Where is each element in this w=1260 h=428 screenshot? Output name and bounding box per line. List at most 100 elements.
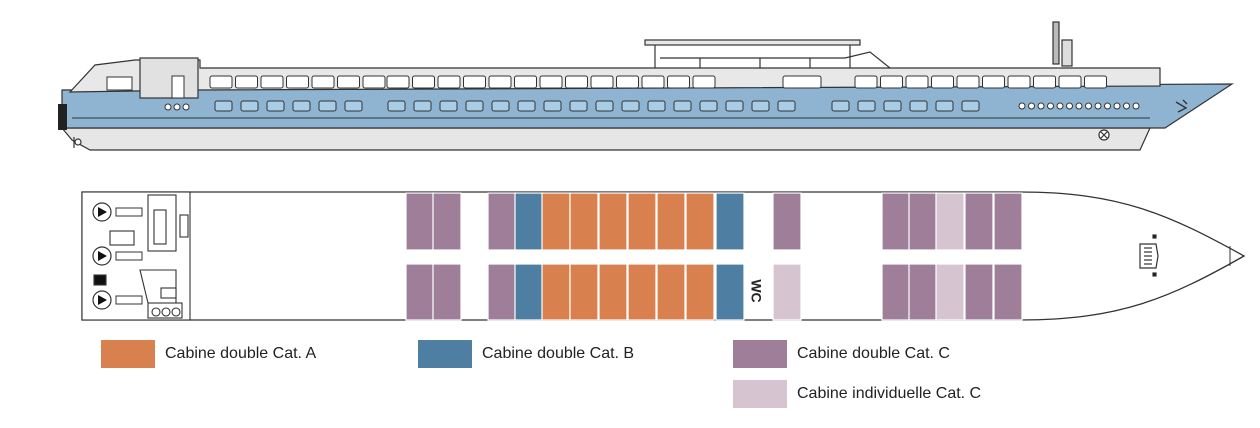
upper-window [641,75,665,89]
stern-dark [58,104,67,130]
cabin-cat-c [908,263,938,321]
deck-plan-top-view [81,191,1246,321]
cabin-cat-a [627,192,657,251]
cabin-cat-b [514,263,544,321]
porthole [1066,102,1073,110]
porthole [1085,102,1092,110]
cabin-window [318,100,337,112]
cabin-window [569,100,588,112]
cabin-window [909,100,928,112]
cabin-cat-c [993,192,1023,251]
cabin-window [465,100,484,112]
cabin-window [673,100,692,112]
cabin-window [491,100,510,112]
cabin-window [699,100,718,112]
cabin-cat-c [881,192,911,251]
cabin-window [214,100,233,112]
porthole [173,103,181,111]
porthole [1132,102,1140,110]
bridge-block [139,57,199,99]
legend-item-cat-b: Cabine double Cat. B [418,340,634,368]
cabin-window [647,100,666,112]
stern-door [171,75,185,99]
cabin-cat-c [405,263,435,321]
cabin-cat-c [964,192,994,251]
cabin-cat-a [598,263,628,321]
porthole [1028,102,1035,110]
upper-window [590,75,614,89]
upper-window [337,75,360,89]
upper-window [286,75,309,89]
upper-window [616,75,639,89]
legend-label-cat-b: Cabine double Cat. B [482,345,635,362]
cabin-cat-c [772,192,802,251]
engine-arrow [98,207,107,217]
cabin-cat-c [432,192,462,251]
upper-window [565,75,588,89]
cabin-cat-c [964,263,994,321]
engine-symbols [92,202,143,310]
cabin-cat-c [432,263,462,321]
cabin-cat-a [598,192,628,251]
cabins [405,192,1023,321]
upper-window [260,75,284,89]
legend-label-cat-c: Cabine double Cat. C [797,345,950,362]
portholes [164,102,1140,111]
cabin-cat-a [541,263,571,321]
cabin-window [883,100,902,112]
porthole [1075,102,1083,110]
cabin-cat-c [405,192,435,251]
wc-label: WC [748,279,765,303]
cabin-cat-a [656,192,686,251]
porthole [1113,102,1121,110]
legend-item-single-c: Cabine individuelle Cat. C [733,380,981,408]
cabin-single-c [935,263,965,321]
upper-window [235,75,258,89]
upper-window [880,75,903,89]
cabin-window [266,100,285,112]
porthole [1047,102,1054,110]
upper-window [982,75,1005,89]
upper-window [362,75,386,89]
cabin-single-c [772,263,802,321]
cabin-window [413,100,432,112]
porthole [1056,102,1064,110]
cabin-cat-c [881,263,911,321]
upper-window [514,75,537,89]
legend-swatch-single-c [733,380,787,408]
cabin-window [439,100,458,112]
upper-window [931,75,954,89]
porthole [1094,102,1102,110]
cabin-cat-a [569,263,599,321]
upper-window [209,75,233,89]
cabin-window [240,100,259,112]
cabin-window [725,100,744,112]
porthole [164,103,172,111]
upper-window [956,75,980,89]
cabin-window [517,100,536,112]
engine-arrow [98,251,107,261]
legend-item-cat-a: Cabine double Cat. A [101,340,316,368]
lower-windows [214,100,980,112]
bow-logo-icon [1175,99,1188,113]
cabin-single-c [935,192,965,251]
mast [1052,21,1073,67]
porthole [1123,102,1130,110]
cabin-cat-a [627,263,657,321]
cabin-window [621,100,640,112]
porthole [182,103,190,111]
anchor-icon [1098,129,1110,141]
cabin-cat-a [541,192,571,251]
upper-window [1084,75,1107,89]
sun-deck-canopy [644,39,891,69]
upper-window [854,75,878,89]
cabin-window [777,100,796,112]
legend-item-cat-c: Cabine double Cat. C [733,340,950,368]
cabin-window [935,100,954,112]
cabin-cat-c [487,192,517,251]
engine-shaft [115,207,143,217]
front-window [106,76,133,91]
cabin-window [751,100,770,112]
hull-lower [60,127,1151,151]
cabin-window [292,100,311,112]
